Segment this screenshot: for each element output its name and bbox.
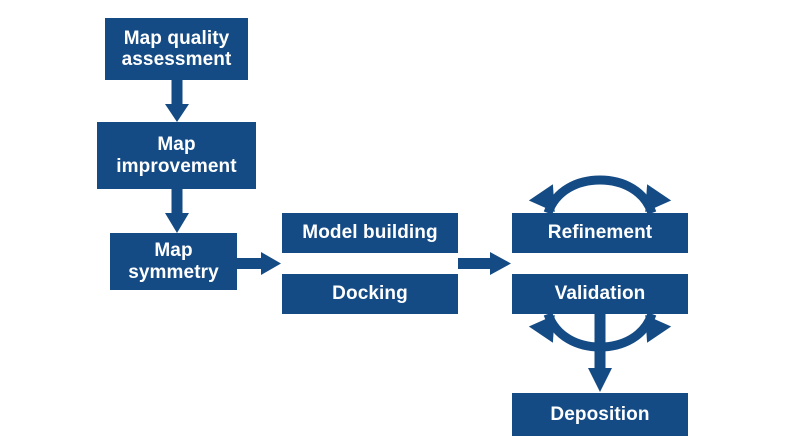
node-label: Map quality assessment	[121, 27, 232, 70]
node-validation[interactable]: Validation	[512, 274, 688, 314]
node-refinement[interactable]: Refinement	[512, 213, 688, 253]
node-label: Refinement	[547, 222, 653, 244]
node-label: Model building	[302, 222, 438, 244]
node-deposition[interactable]: Deposition	[512, 393, 688, 436]
node-map-quality-assessment[interactable]: Map quality assessment	[105, 18, 248, 80]
node-docking[interactable]: Docking	[282, 274, 458, 314]
node-model-building[interactable]: Model building	[282, 213, 458, 253]
node-map-improvement[interactable]: Map improvement	[97, 122, 256, 189]
arrow-improvement-to-symmetry	[165, 189, 189, 233]
arrow-symmetry-to-building	[237, 252, 281, 275]
arrow-loop-to-deposition	[588, 314, 612, 392]
arrow-assessment-to-improvement	[165, 80, 189, 122]
node-map-symmetry[interactable]: Map symmetry	[110, 233, 237, 290]
node-label: Map improvement	[116, 134, 237, 177]
node-label: Deposition	[550, 403, 650, 425]
node-label: Validation	[554, 283, 646, 305]
arrow-building-to-refinement	[458, 252, 511, 275]
node-label: Docking	[332, 283, 408, 305]
node-label: Map symmetry	[128, 240, 219, 283]
